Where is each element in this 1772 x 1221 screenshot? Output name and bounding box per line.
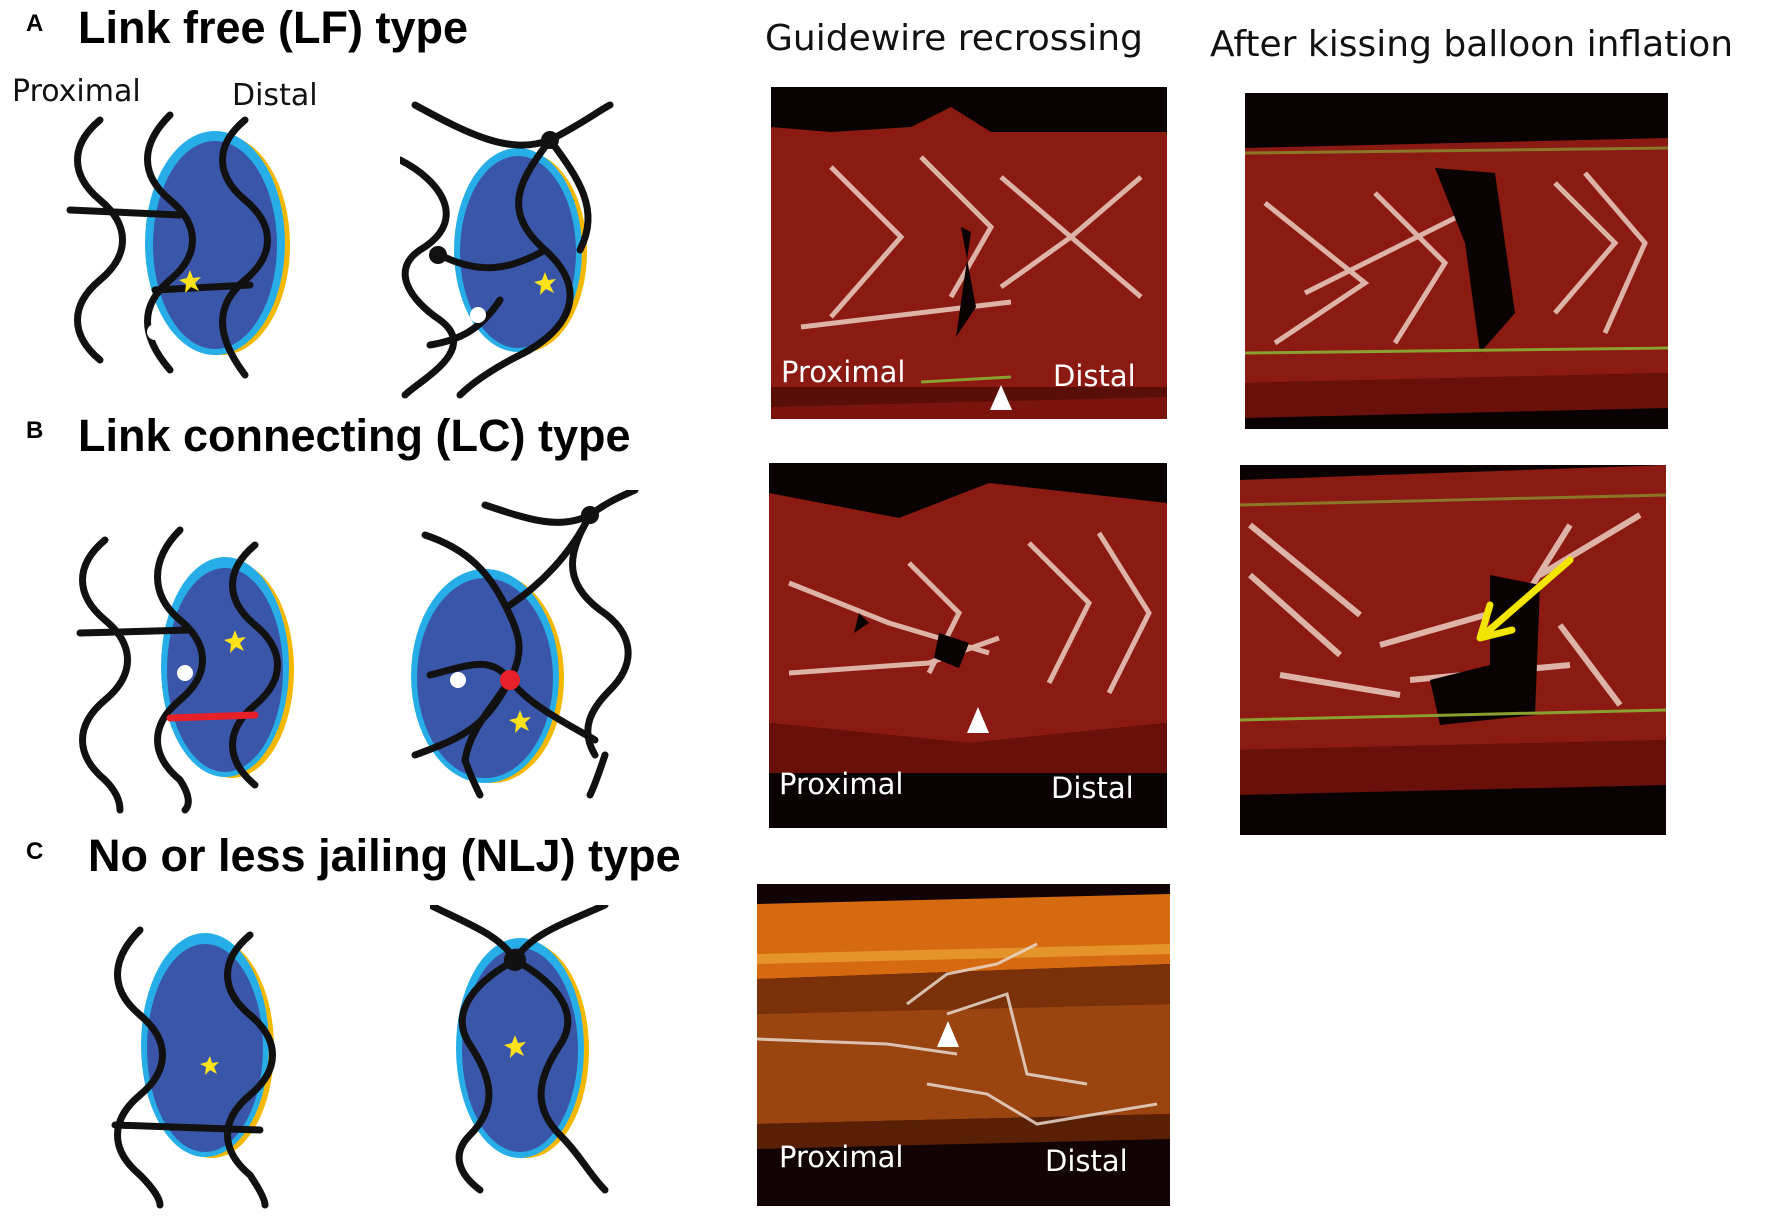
- arrowhead-marker: [967, 707, 989, 733]
- oct-label-distal: Distal: [1053, 359, 1136, 393]
- stent-struts: [76, 526, 281, 814]
- link-junction: [500, 670, 520, 690]
- column-header-guidewire: Guidewire recrossing: [765, 18, 1143, 59]
- stent-struts: [111, 926, 276, 1209]
- oct-render: [771, 87, 1167, 419]
- oct-render: [769, 463, 1167, 828]
- nlj-diagram-right: [430, 905, 609, 1194]
- star-icon: [179, 270, 201, 293]
- stent-struts: [66, 111, 271, 379]
- column-header-kissing: After kissing balloon inflation: [1210, 24, 1734, 65]
- oct-image-lf-guidewire: Proximal Distal: [771, 87, 1167, 419]
- ostium-dot: [450, 672, 466, 688]
- stent-struts: [400, 101, 614, 399]
- lc-diagram-right: [411, 490, 639, 799]
- arrowhead-marker: [990, 385, 1012, 410]
- arrowhead-marker: [937, 1021, 959, 1047]
- ostium-balloon: [145, 131, 290, 355]
- strut-junction: [429, 246, 447, 264]
- strut-junction: [504, 949, 526, 971]
- star-icon: [534, 272, 556, 295]
- ostium-balloon: [411, 569, 564, 783]
- oct-image-lf-kissing: [1245, 93, 1668, 429]
- ostium-dot: [147, 324, 163, 340]
- panel-a-letter: A: [26, 10, 44, 37]
- star-icon: [504, 1035, 526, 1058]
- arrow-icon: [1476, 556, 1574, 642]
- nlj-diagram-left: [111, 926, 276, 1209]
- lf-diagram-right: [400, 101, 614, 399]
- panel-b-title: Link connecting (LC) type: [78, 410, 631, 461]
- oct-label-proximal: Proximal: [781, 355, 906, 389]
- ostium-balloon: [454, 148, 587, 352]
- link-connector: [166, 711, 259, 722]
- panel-c-letter: C: [26, 838, 44, 865]
- label-proximal: Proximal: [12, 74, 141, 109]
- star-icon: [509, 710, 531, 733]
- label-distal: Distal: [232, 78, 318, 113]
- oct-label-proximal: Proximal: [779, 767, 904, 801]
- strut-junction: [541, 131, 559, 149]
- oct-label-distal: Distal: [1045, 1144, 1128, 1178]
- star-icon: [200, 1056, 219, 1075]
- lc-diagram-left: [76, 526, 294, 814]
- panel-a-title: Link free (LF) type: [78, 2, 469, 53]
- oct-image-lc-guidewire: Proximal Distal: [769, 463, 1167, 828]
- panel-b-letter: B: [26, 417, 44, 444]
- panel-c-title: No or less jailing (NLJ) type: [88, 830, 681, 881]
- ostium-dot: [470, 307, 486, 323]
- oct-label-proximal: Proximal: [779, 1140, 904, 1174]
- star-icon: [224, 630, 246, 653]
- oct-label-distal: Distal: [1051, 771, 1134, 805]
- strut-junction: [581, 506, 599, 524]
- oct-render: [1240, 465, 1666, 835]
- ostium-balloon: [161, 557, 294, 778]
- oct-image-nlj-guidewire: Proximal Distal: [757, 884, 1170, 1206]
- oct-render: [1245, 93, 1668, 429]
- oct-render: [757, 884, 1170, 1206]
- ostium-dot: [177, 665, 193, 681]
- oct-image-lc-kissing: [1240, 465, 1666, 835]
- lf-diagram-left: [66, 111, 290, 379]
